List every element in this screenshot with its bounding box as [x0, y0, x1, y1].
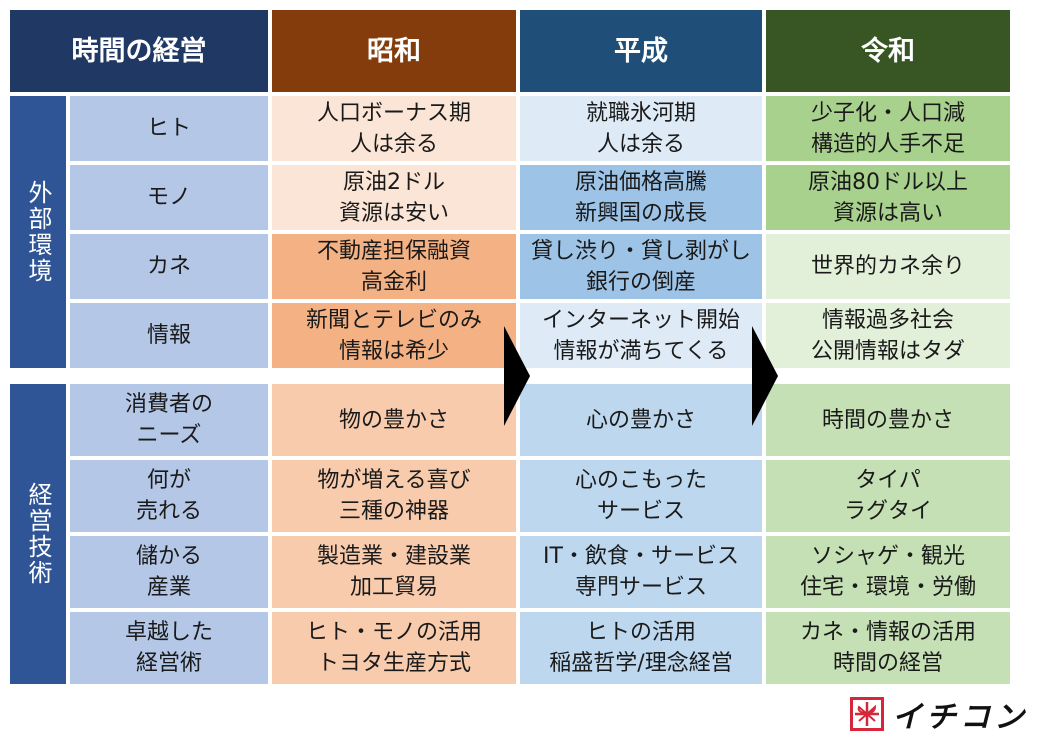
row-label-what-sells: 何が 売れる — [70, 460, 268, 532]
cell-heisei-needs: 心の豊かさ — [520, 384, 762, 456]
cell-showa-joho: 新聞とテレビのみ 情報は希少 — [272, 303, 516, 368]
cell-heisei-what-sells: 心のこもった サービス — [520, 460, 762, 532]
row-label-profitable-industry: 儲かる 産業 — [70, 536, 268, 608]
cell-showa-profitable-industry: 製造業・建設業 加工貿易 — [272, 536, 516, 608]
group-external-environment-label: 外部環境 — [24, 180, 52, 284]
cell-showa-hito: 人口ボーナス期 人は余る — [272, 96, 516, 161]
cell-reiwa-hito: 少子化・人口減 構造的人手不足 — [766, 96, 1010, 161]
cell-reiwa-management-art: カネ・情報の活用 時間の経営 — [766, 612, 1010, 684]
ichicon-logo: イチコン — [850, 692, 1028, 736]
cell-heisei-management-art: ヒトの活用 稲盛哲学/理念経営 — [520, 612, 762, 684]
cell-showa-management-art: ヒト・モノの活用 トヨタ生産方式 — [272, 612, 516, 684]
arrow-showa-to-heisei — [504, 326, 530, 426]
cell-reiwa-mono: 原油80ドル以上 資源は高い — [766, 165, 1010, 230]
row-label-hito: ヒト — [70, 96, 268, 161]
cell-heisei-profitable-industry: IT・飲食・サービス 専門サービス — [520, 536, 762, 608]
group-external-environment: 外部環境 — [10, 96, 66, 368]
cell-showa-kane: 不動産担保融資 高金利 — [272, 234, 516, 299]
header-heisei: 平成 — [520, 10, 762, 92]
cell-showa-needs: 物の豊かさ — [272, 384, 516, 456]
cell-showa-what-sells: 物が増える喜び 三種の神器 — [272, 460, 516, 532]
row-label-management-art: 卓越した 経営術 — [70, 612, 268, 684]
row-label-kane: カネ — [70, 234, 268, 299]
cell-heisei-hito: 就職氷河期 人は余る — [520, 96, 762, 161]
cell-heisei-mono: 原油価格高騰 新興国の成長 — [520, 165, 762, 230]
row-label-joho: 情報 — [70, 303, 268, 368]
row-label-mono: モノ — [70, 165, 268, 230]
logo-text: イチコン — [892, 700, 1028, 735]
group-management-technique: 経営技術 — [10, 384, 66, 684]
arrow-heisei-to-reiwa — [752, 326, 778, 426]
cell-reiwa-needs: 時間の豊かさ — [766, 384, 1010, 456]
group-management-technique-label: 経営技術 — [24, 482, 52, 586]
cell-heisei-kane: 貸し渋り・貸し剥がし 銀行の倒産 — [520, 234, 762, 299]
cell-reiwa-kane: 世界的カネ余り — [766, 234, 1010, 299]
cell-heisei-joho: インターネット開始 情報が満ちてくる — [520, 303, 762, 368]
gift-ribbon-icon — [850, 697, 884, 731]
header-time-management: 時間の経営 — [10, 10, 268, 92]
header-reiwa: 令和 — [766, 10, 1010, 92]
header-showa: 昭和 — [272, 10, 516, 92]
cell-reiwa-profitable-industry: ソシャゲ・観光 住宅・環境・労働 — [766, 536, 1010, 608]
row-label-needs: 消費者の ニーズ — [70, 384, 268, 456]
cell-showa-mono: 原油2ドル 資源は安い — [272, 165, 516, 230]
cell-reiwa-joho: 情報過多社会 公開情報はタダ — [766, 303, 1010, 368]
cell-reiwa-what-sells: タイパ ラグタイ — [766, 460, 1010, 532]
